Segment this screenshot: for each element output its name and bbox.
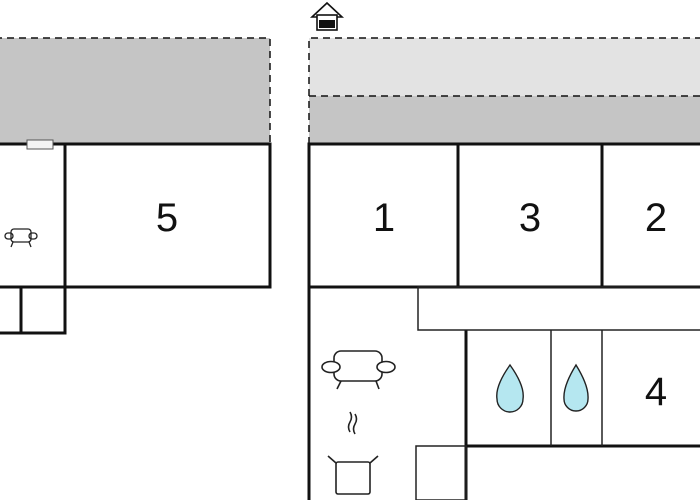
corridor-partition [417, 286, 700, 331]
room-label-4: 4 [645, 370, 667, 414]
left-roof-area [0, 38, 270, 144]
room-label-3: 3 [519, 196, 541, 240]
left-window [26, 139, 54, 150]
right-roof-light-area [309, 38, 700, 96]
room-label-1: 1 [373, 196, 395, 240]
room-label-2: 2 [645, 196, 667, 240]
left-outer-wall [0, 142, 272, 335]
water-drop-icon [563, 363, 589, 412]
water-drop-icon [496, 363, 524, 413]
right-roof-dark-area [309, 96, 700, 144]
sofa-icon [321, 350, 396, 390]
sofa-icon [4, 228, 38, 248]
right-building: 1 3 2 4 [307, 1, 700, 500]
kitchen-counter [415, 445, 467, 500]
room-label-5: 5 [156, 196, 178, 240]
cooking-pot-icon [327, 411, 379, 495]
left-building: 5 [0, 37, 272, 335]
house-entrance-icon [309, 1, 345, 31]
right-outer-wall [307, 142, 700, 500]
